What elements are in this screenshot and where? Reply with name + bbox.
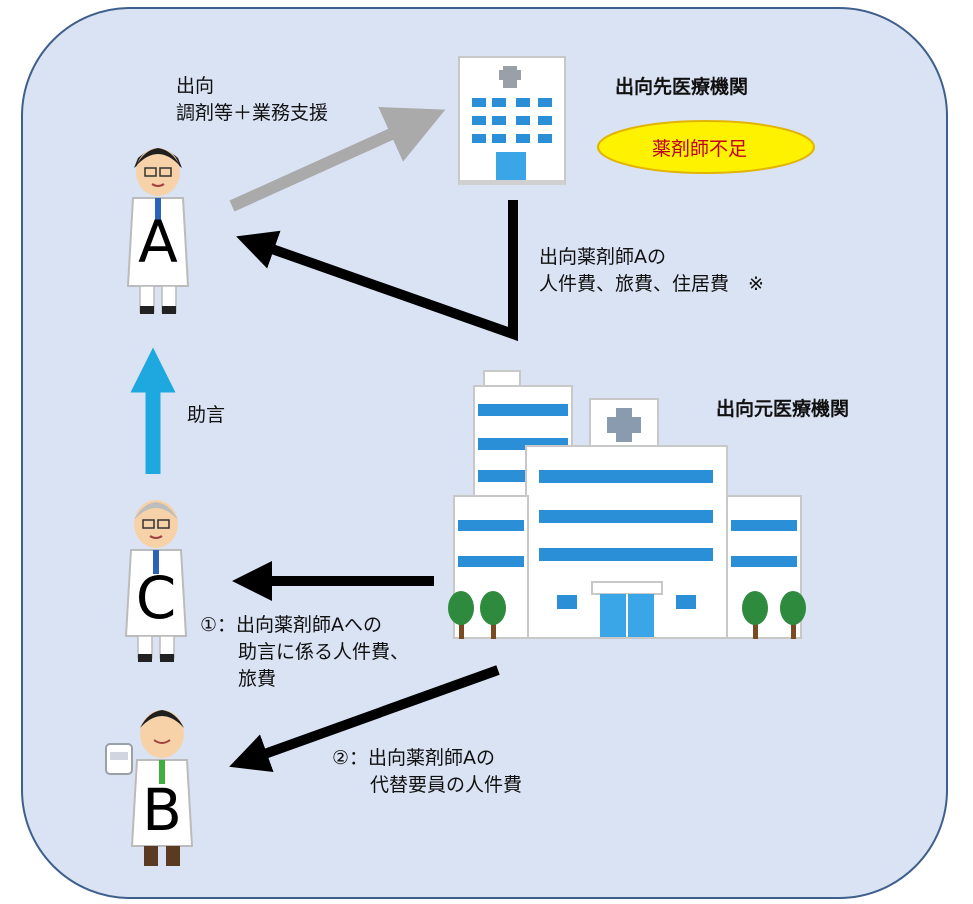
cost-return-arrow: [236, 200, 518, 342]
dispatch-destination-building: [458, 56, 566, 185]
dispatch-label: 出向 調剤等＋業務支援: [176, 75, 329, 124]
costs-to-a-label: 出向薬剤師Aの 人件費、旅費、住居費 ※: [539, 246, 764, 295]
pharmacist-shortage-badge-text: 薬剤師不足: [652, 138, 748, 160]
pharmacist-a-letter: A: [138, 208, 178, 276]
cost-1-label: ①：出向薬剤師Aへの 助言に係る人件費、 旅費: [200, 614, 410, 690]
pharmacist-c-letter: C: [136, 564, 177, 632]
pharmacist-b-letter: B: [142, 776, 182, 844]
dispatch-destination-title: 出向先医療機関: [615, 76, 749, 98]
pharmacist-shortage-badge: [597, 120, 815, 174]
advice-label: 助言: [187, 404, 226, 426]
cost-2-label: ②：出向薬剤師Aの 代替要員の人件費: [332, 747, 523, 796]
pharmacist-c-figure: C: [124, 500, 188, 662]
dispatch-source-title: 出向元医療機関: [716, 398, 850, 420]
pharmacist-a-figure: A: [126, 148, 190, 314]
pharmacist-b-figure: B: [105, 710, 194, 866]
dispatch-arrow: [229, 107, 446, 212]
dispatch-source-building: [448, 370, 806, 639]
cost-2-arrow: [229, 665, 500, 773]
